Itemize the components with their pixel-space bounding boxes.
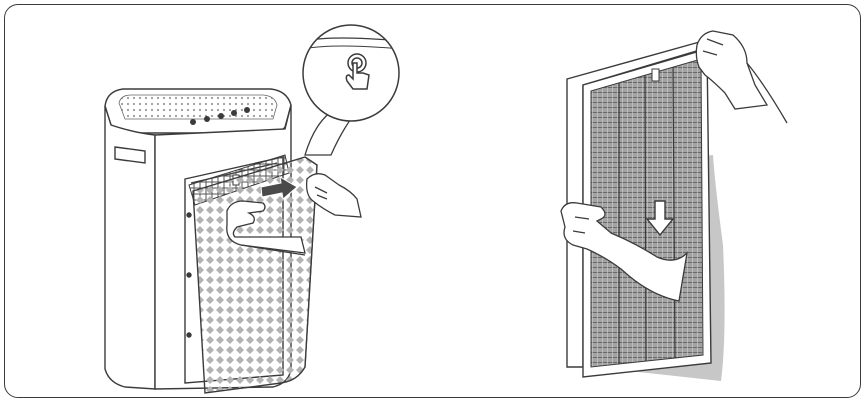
arrow-right-icon bbox=[260, 176, 298, 200]
press-button-icon bbox=[345, 53, 370, 90]
hand-right bbox=[305, 173, 362, 218]
right-illustration bbox=[560, 30, 788, 381]
front-cover bbox=[192, 156, 318, 394]
hand-top bbox=[695, 30, 788, 124]
hand-left bbox=[226, 200, 306, 256]
illustration-frame bbox=[4, 4, 861, 398]
callout-magnifier bbox=[302, 24, 400, 122]
pull-tab bbox=[651, 68, 660, 82]
filter-ribs bbox=[618, 66, 676, 364]
hand-bottom bbox=[560, 202, 688, 302]
control-buttons bbox=[190, 107, 250, 125]
panel-remove-filter bbox=[435, 5, 860, 397]
panel-open-cover bbox=[5, 5, 435, 397]
left-illustration bbox=[104, 24, 400, 394]
arrow-down-icon bbox=[645, 200, 675, 237]
